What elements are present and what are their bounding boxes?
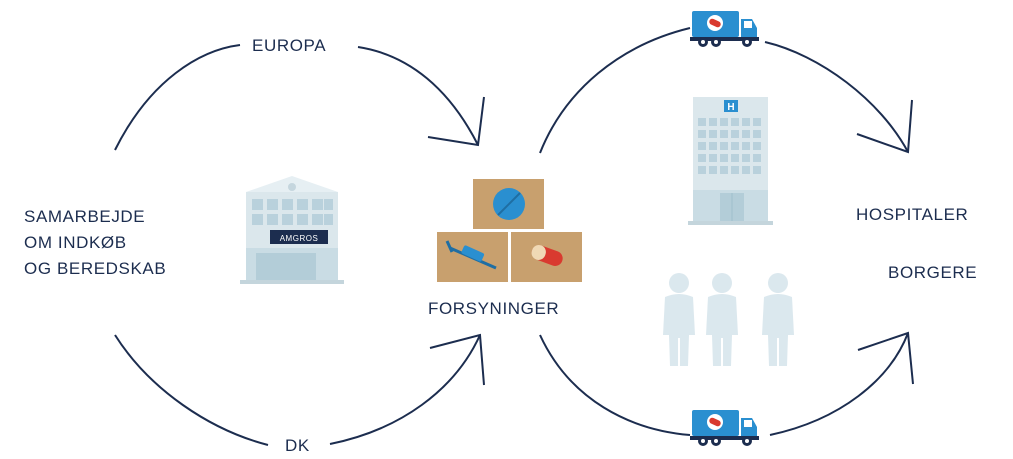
- arc-hospital-left: [539, 27, 691, 154]
- hospital-building-icon: [688, 97, 773, 225]
- arc-borgere-left: [539, 334, 691, 436]
- label-dk: DK: [285, 436, 310, 455]
- label-forsyninger: FORSYNINGER: [428, 299, 560, 318]
- left-label-line: SAMARBEJDE: [24, 207, 146, 226]
- arrow-icon: [857, 331, 914, 385]
- left-label: SAMARBEJDE OM INDKØB OG BEREDSKAB: [24, 204, 166, 282]
- arrow-icon: [856, 99, 913, 154]
- people-icon: [663, 273, 794, 366]
- arc-hospital-right: [764, 41, 909, 153]
- arrow-icon: [429, 333, 485, 386]
- left-label-line: OM INDKØB: [24, 233, 127, 252]
- pill-icon: [493, 188, 525, 220]
- truck-icon: [690, 11, 759, 47]
- syringe-icon: [445, 240, 497, 270]
- arc-europa-right: [357, 46, 479, 146]
- truck-icon: [690, 410, 759, 446]
- amgros-sign: AMGROS: [280, 234, 319, 243]
- arc-dk-left: [114, 334, 269, 446]
- arc-europa-left: [114, 44, 241, 151]
- label-borgere: BORGERE: [888, 263, 978, 282]
- label-europa: EUROPA: [252, 36, 327, 55]
- arc-dk-right: [329, 334, 481, 445]
- arc-borgere-right: [769, 332, 909, 436]
- left-label-line: OG BEREDSKAB: [24, 259, 167, 278]
- label-hospitaler: HOSPITALER: [856, 205, 969, 224]
- hospital-sign: H: [727, 102, 734, 113]
- capsule-icon: [531, 244, 563, 266]
- amgros-building-icon: [240, 176, 344, 284]
- arrow-icon: [427, 96, 485, 147]
